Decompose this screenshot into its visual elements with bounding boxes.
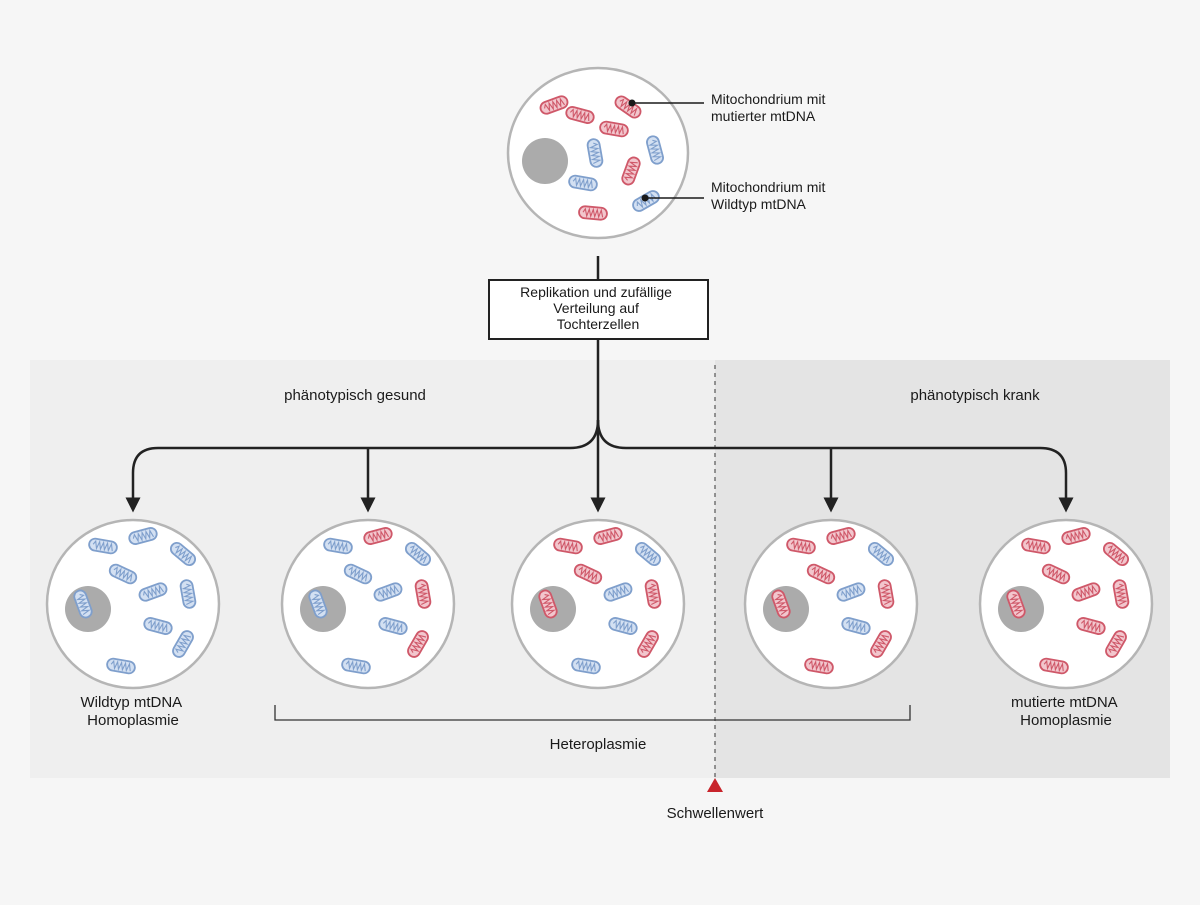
mutant-mitochondrion-icon: [1061, 527, 1091, 545]
branch-arrows: [125, 339, 1074, 513]
mutant-mitochondrion-icon: [621, 156, 641, 186]
mutant-mitochondrion-icon: [565, 106, 595, 124]
mutant-mitochondrion-icon: [1076, 617, 1106, 635]
mutant-mitochondrion-icon: [644, 579, 662, 609]
sick-region-label: phänotypisch krank: [910, 387, 1040, 404]
mutant-mitochondrion-icon: [1071, 582, 1101, 602]
cell-1-label: Wildtyp mtDNA Homoplasmie: [80, 694, 185, 729]
mutant-mitochondrion-icon: [877, 579, 895, 609]
wildtype-mitochondrion-icon: [138, 582, 168, 602]
mutant-mitochondrion-icon: [553, 537, 583, 555]
arrow-to-cell-5: [596, 419, 1074, 513]
wildtype-mitochondrion-icon: [343, 563, 373, 585]
wildtype-mitochondrion-icon: [128, 527, 158, 545]
mutant-mitochondrion-icon: [1112, 579, 1130, 609]
wildtype-mitochondrion-icon: [571, 657, 601, 675]
heteroplasmy-label: Heteroplasmie: [550, 736, 647, 753]
mutant-callout-label: Mitochondrium mit mutierter mtDNA: [711, 91, 829, 124]
mutant-mitochondrion-icon: [1105, 630, 1127, 658]
mutant-mitochondrion-icon: [593, 527, 623, 545]
wildtype-mitochondrion-icon: [586, 138, 604, 168]
wildtype-mitochondrion-icon: [404, 541, 432, 567]
wildtype-mitochondrion-icon: [143, 617, 173, 635]
cell-wildtype-homoplasmy: [45, 518, 221, 690]
mutant-mitochondrion-icon: [538, 589, 558, 619]
wildtype-mitochondrion-icon: [634, 541, 662, 567]
wildtype-mitochondrion-icon: [108, 563, 138, 585]
mutant-mitochondrion-icon: [1039, 657, 1069, 675]
mutant-mitochondrion-icon: [1102, 541, 1130, 567]
process-box: [488, 279, 709, 340]
arrow-to-cell-1: [125, 419, 600, 513]
mutant-mitochondrion-icon: [573, 563, 603, 585]
mutant-mitochondrion-icon: [599, 120, 629, 138]
wildtype-mitochondrion-icon: [373, 582, 403, 602]
wildtype-mitochondrion-icon: [841, 617, 871, 635]
wildtype-mitochondrion-icon: [323, 537, 353, 555]
mutant-mitochondrion-icon: [1006, 589, 1026, 619]
wildtype-mitochondrion-icon: [179, 579, 197, 609]
mutant-mitochondrion-icon: [578, 205, 608, 221]
wildtype-mitochondrion-icon: [603, 582, 633, 602]
cell-heteroplasmy-low: [280, 518, 456, 690]
threshold-marker-icon: [707, 778, 723, 792]
mutant-mitochondrion-icon: [786, 537, 816, 555]
wildtype-mitochondrion-icon: [608, 617, 638, 635]
mutant-mitochondrion-icon: [539, 95, 569, 115]
wildtype-mitochondrion-icon: [341, 657, 371, 675]
nucleus: [522, 138, 568, 184]
mutant-mitochondrion-icon: [1041, 563, 1071, 585]
parent-cell: [506, 66, 690, 240]
heteroplasmy-bracket: [274, 705, 911, 721]
mutant-mitochondrion-icon: [771, 589, 791, 619]
mutant-mitochondrion-icon: [407, 630, 429, 658]
wildtype-mitochondrion-icon: [73, 589, 93, 619]
wildtype-mitochondrion-icon: [308, 589, 328, 619]
cell-5-label: mutierte mtDNA Homoplasmie: [1011, 694, 1121, 729]
wildtype-mitochondrion-icon: [172, 630, 194, 658]
wildtype-mitochondrion-icon: [88, 537, 118, 555]
wildtype-mitochondrion-icon: [568, 174, 598, 192]
cell-heteroplasmy-high: [743, 518, 919, 690]
mutant-mitochondrion-icon: [804, 657, 834, 675]
mutant-mitochondrion-icon: [826, 527, 856, 545]
threshold-label: Schwellenwert: [667, 805, 765, 822]
healthy-region-label: phänotypisch gesund: [284, 387, 426, 404]
wildtype-mitochondrion-icon: [106, 657, 136, 675]
mutant-mitochondrion-icon: [1021, 537, 1051, 555]
mutant-mitochondrion-icon: [806, 563, 836, 585]
mutant-mitochondrion-icon: [870, 630, 892, 658]
mutant-mitochondrion-icon: [414, 579, 432, 609]
process-box-label: Replikation und zufällige Verteilung auf…: [520, 284, 676, 332]
wildtype-mitochondrion-icon: [378, 617, 408, 635]
wildtype-callout-label: Mitochondrium mit Wildtyp mtDNA: [711, 179, 829, 212]
mutant-callout-dot: [628, 99, 636, 107]
mutant-mitochondrion-icon: [637, 630, 659, 658]
wildtype-mitochondrion-icon: [836, 582, 866, 602]
cell-mutant-homoplasmy: [978, 518, 1154, 690]
wildtype-callout-dot: [641, 194, 649, 202]
daughter-cells: [45, 518, 1154, 690]
wildtype-mitochondrion-icon: [646, 135, 664, 165]
mutant-mitochondrion-icon: [363, 527, 393, 545]
wildtype-mitochondrion-icon: [867, 541, 895, 567]
wildtype-mitochondrion-icon: [169, 541, 197, 567]
cell-heteroplasmy-mid: [510, 518, 686, 690]
